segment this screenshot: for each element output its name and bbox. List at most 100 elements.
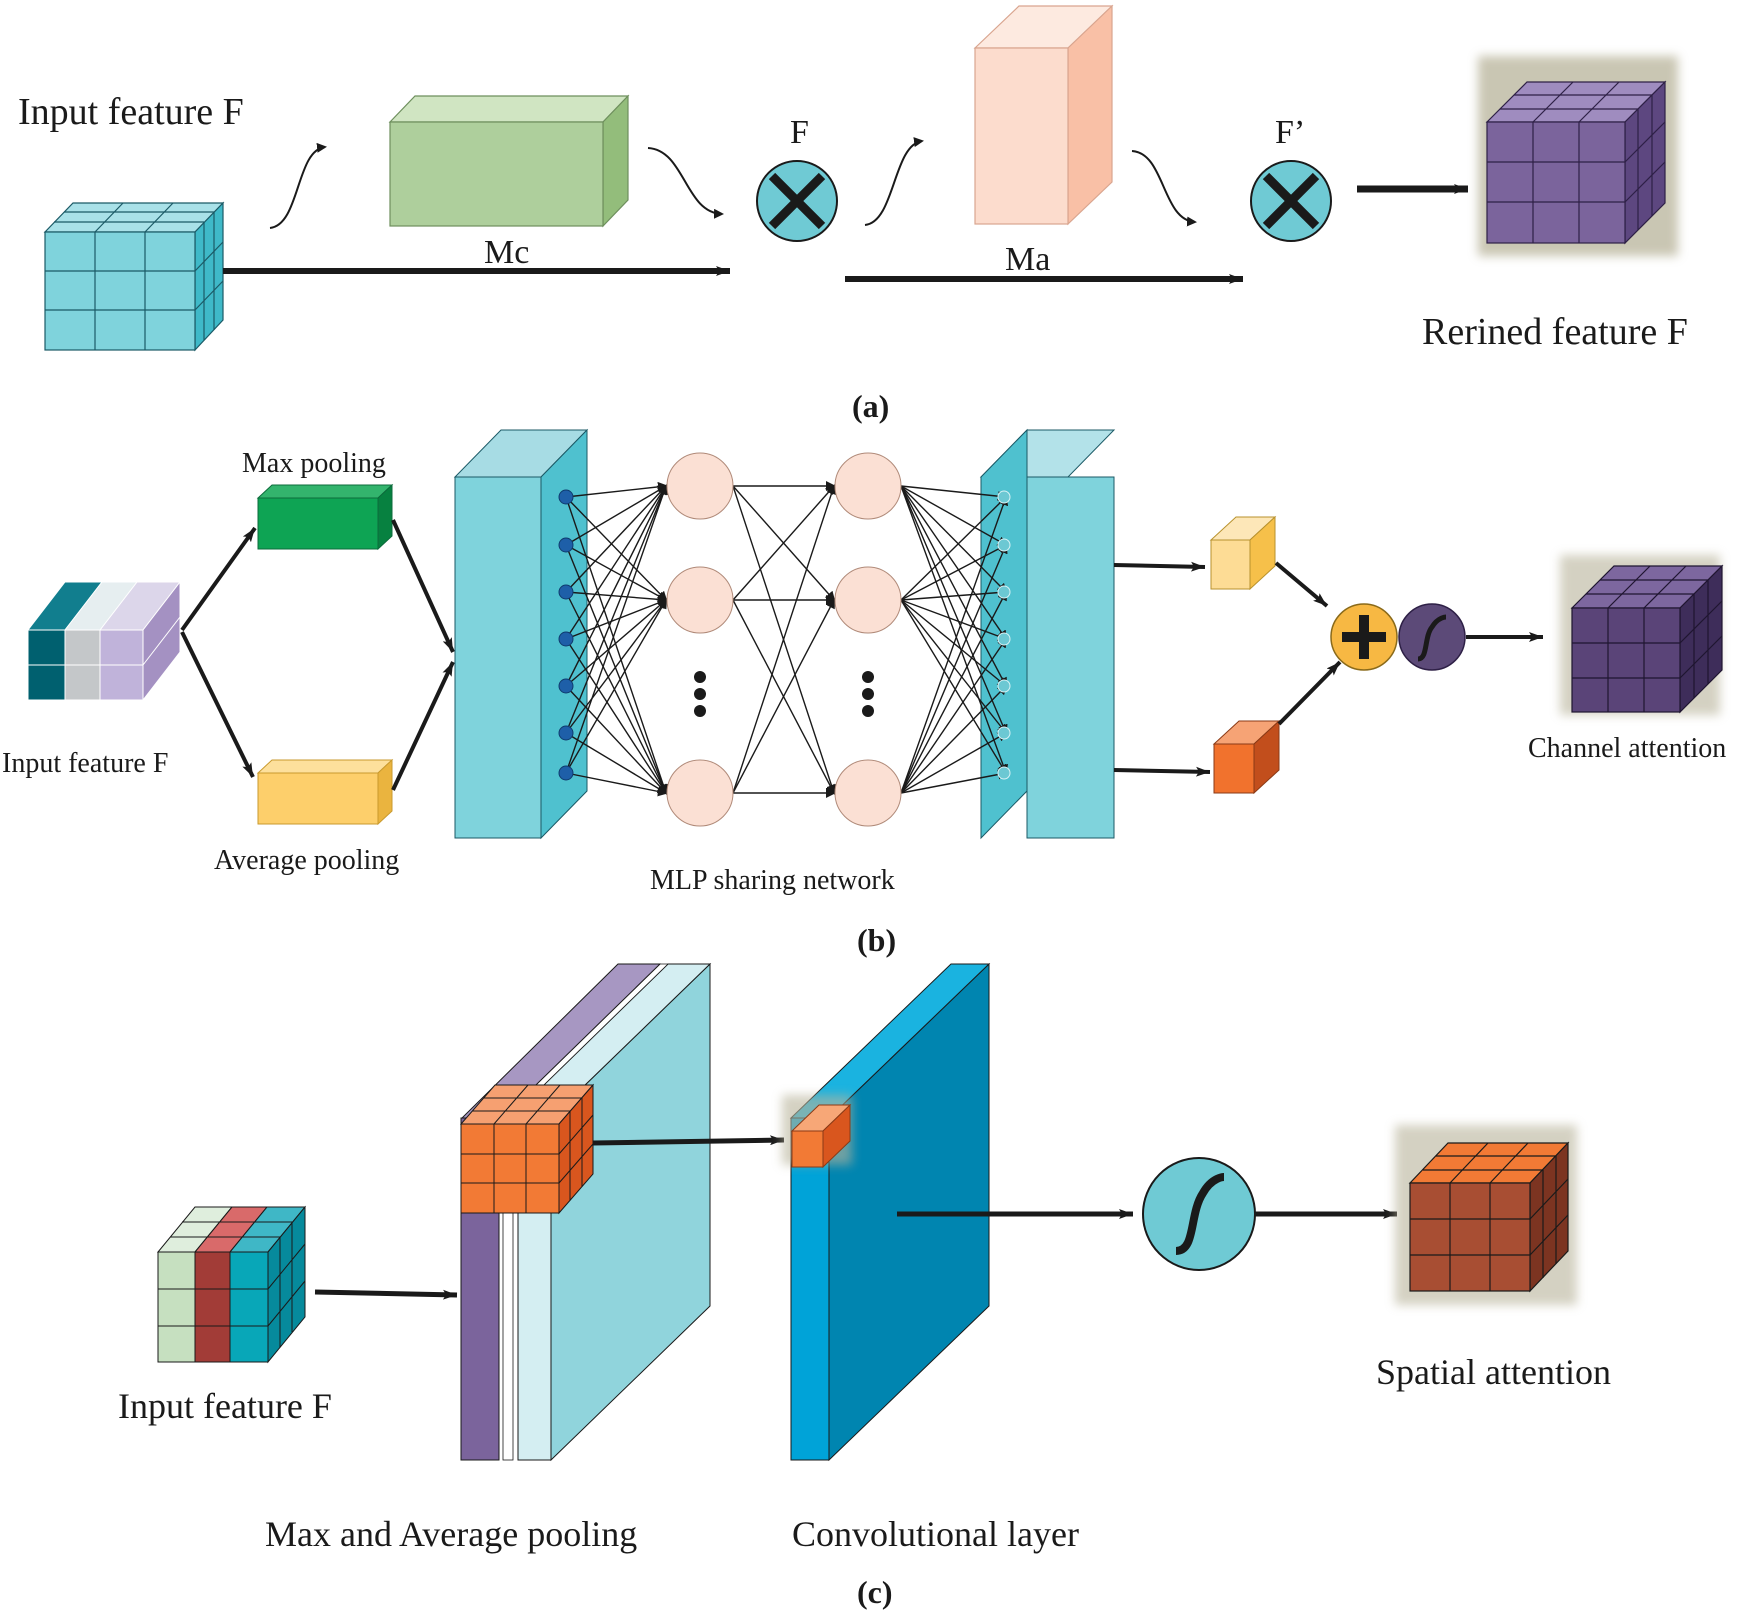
panel-a-input-label: Input feature F <box>18 91 244 133</box>
caption-b: (b) <box>857 922 896 958</box>
mlp-edge <box>565 598 668 687</box>
mlp-edge <box>732 484 836 601</box>
mlp-edge <box>565 484 668 734</box>
mlp-connections <box>565 481 1009 798</box>
input-feature-cube-c <box>156 1205 307 1364</box>
mc-channel-block <box>388 94 630 228</box>
flow-curve-to-multiply-2 <box>1131 150 1197 227</box>
multiply-icon-1 <box>756 160 838 242</box>
mlp-edge <box>900 485 1008 594</box>
panel-c: Input feature F <box>118 962 1611 1610</box>
multiply-icon-2 <box>1250 160 1332 242</box>
ma-spatial-block <box>973 4 1114 226</box>
flow-curve-to-multiply-1 <box>647 147 724 219</box>
max-descriptor-cube <box>1209 515 1277 591</box>
mlp-edge <box>900 587 1008 601</box>
arrow-max-to-mlp <box>391 519 455 653</box>
mlp-edge <box>565 598 668 640</box>
mlp-edge <box>900 485 1008 775</box>
mlp-input-dots <box>558 489 574 781</box>
ma-label: Ma <box>1005 241 1050 278</box>
mlp-edge <box>565 772 668 797</box>
average-pooling-block <box>256 758 394 826</box>
panel-c-input-label: Input feature F <box>118 1386 332 1426</box>
pooling-window-cube <box>459 1083 595 1215</box>
arrow-orange-to-add <box>1277 660 1342 726</box>
mlp-edge <box>565 496 668 602</box>
input-feature-cube <box>43 201 225 352</box>
pooling-label-c: Max and Average pooling <box>265 1514 637 1554</box>
max-pooling-label: Max pooling <box>242 448 386 479</box>
mlp-edge <box>900 543 1008 794</box>
mlp-edge <box>900 769 1008 794</box>
mlp-edge <box>565 484 668 593</box>
input-feature-cube-b <box>26 580 182 702</box>
mlp-ellipsis <box>694 671 874 717</box>
add-icon <box>1330 603 1398 671</box>
mlp-edge <box>565 481 668 498</box>
spatial-attention-cube <box>1395 1125 1577 1305</box>
mlp-edge <box>565 484 668 546</box>
mlp-edge <box>900 485 1008 735</box>
mlp-edge <box>900 485 1008 641</box>
mlp-edge <box>900 590 1007 794</box>
mlp-edge <box>565 591 668 605</box>
mlp-edge <box>900 485 1007 688</box>
spatial-attention-label: Spatial attention <box>1376 1352 1611 1392</box>
panel-b-input-label: Input feature F <box>2 748 168 779</box>
arrow-to-pooling-slab <box>314 1289 458 1300</box>
mlp-edge <box>732 598 835 794</box>
panel-a: Input feature F Mc <box>18 4 1688 424</box>
average-pooling-label: Average pooling <box>214 845 399 876</box>
f-prime-label: F’ <box>1275 114 1305 151</box>
mlp-edge <box>900 495 1009 794</box>
mlp-edge <box>565 591 667 795</box>
mlp-edge <box>565 685 668 795</box>
arrow-avg-to-mlp <box>391 661 455 791</box>
refined-feature-cube <box>1478 56 1678 256</box>
mlp-edge <box>732 484 837 794</box>
arrow-to-small-orange <box>1113 766 1211 777</box>
mlp-edge <box>900 684 1008 794</box>
mlp-input-layer <box>453 428 589 840</box>
mlp-edge <box>565 484 667 687</box>
mlp-edge <box>900 485 1008 502</box>
mlp-edge <box>565 598 668 734</box>
caption-c: (c) <box>857 1574 893 1610</box>
max-pooling-block <box>256 483 394 551</box>
mlp-edge <box>565 544 668 795</box>
mlp-hidden-nodes <box>666 452 902 827</box>
arrow-yellow-to-add <box>1274 561 1329 608</box>
sigmoid-icon-c <box>1142 1157 1256 1271</box>
conv-output-cube <box>782 1095 852 1169</box>
caption-a: (a) <box>852 388 889 424</box>
mlp-edge <box>900 544 1008 601</box>
mlp-edge <box>900 485 1008 546</box>
arrow-to-max-pool <box>180 526 257 632</box>
mlp-edge <box>565 484 669 774</box>
refined-feature-label: Rerined feature F <box>1422 311 1688 353</box>
channel-attention-label: Channel attention <box>1528 733 1726 764</box>
mlp-edge <box>900 637 1008 794</box>
conv-layer-label: Convolutional layer <box>792 1514 1079 1554</box>
mlp-edge <box>565 638 668 795</box>
mlp-edge <box>900 732 1008 794</box>
avg-descriptor-cube <box>1212 719 1281 795</box>
panel-b: Input feature F Max pooling Average pool… <box>2 428 1726 958</box>
mlp-edge <box>900 495 1008 601</box>
f-label: F <box>790 114 809 151</box>
mlp-edge <box>565 496 669 795</box>
mlp-edge <box>900 599 1008 735</box>
sigmoid-icon-b <box>1398 603 1466 671</box>
mlp-edge <box>900 599 1008 641</box>
mlp-edge <box>900 599 1008 775</box>
mlp-output-dots <box>997 490 1011 780</box>
mlp-edge <box>565 598 668 774</box>
flow-curve-to-ma <box>864 137 924 226</box>
mc-label: Mc <box>484 234 529 271</box>
arrow-to-conv-cube <box>592 1135 785 1146</box>
channel-attention-cube <box>1560 555 1724 715</box>
mlp-sharing-label: MLP sharing network <box>650 865 895 896</box>
